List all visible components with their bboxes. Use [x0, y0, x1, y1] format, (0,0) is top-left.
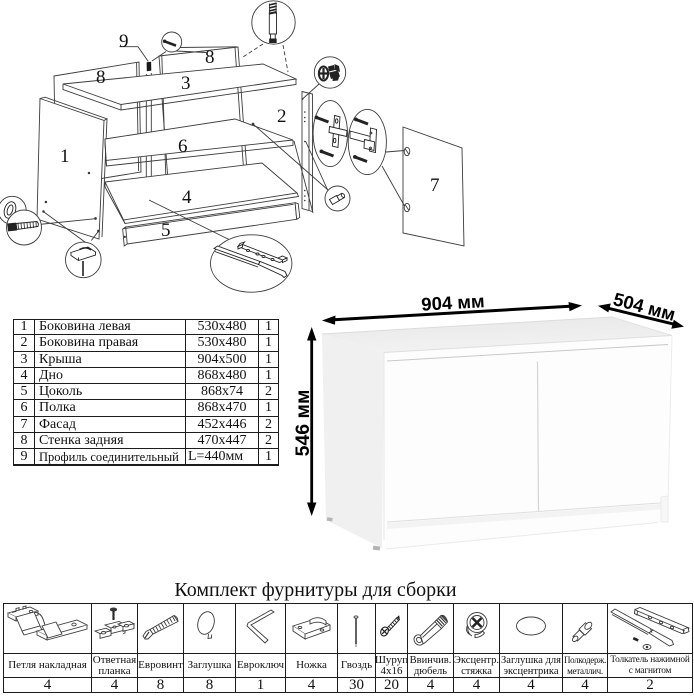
- svg-text:8: 8: [205, 47, 215, 68]
- svg-text:5: 5: [161, 220, 171, 241]
- svg-text:546 мм: 546 мм: [292, 390, 314, 457]
- svg-text:9: 9: [119, 31, 129, 52]
- svg-text:1: 1: [60, 146, 70, 167]
- svg-text:4: 4: [182, 187, 192, 208]
- svg-text:3: 3: [181, 73, 191, 94]
- svg-text:7: 7: [430, 175, 440, 196]
- svg-text:8: 8: [96, 67, 106, 88]
- svg-text:904 мм: 904 мм: [421, 290, 485, 315]
- svg-text:2: 2: [277, 106, 287, 127]
- svg-text:6: 6: [178, 136, 188, 157]
